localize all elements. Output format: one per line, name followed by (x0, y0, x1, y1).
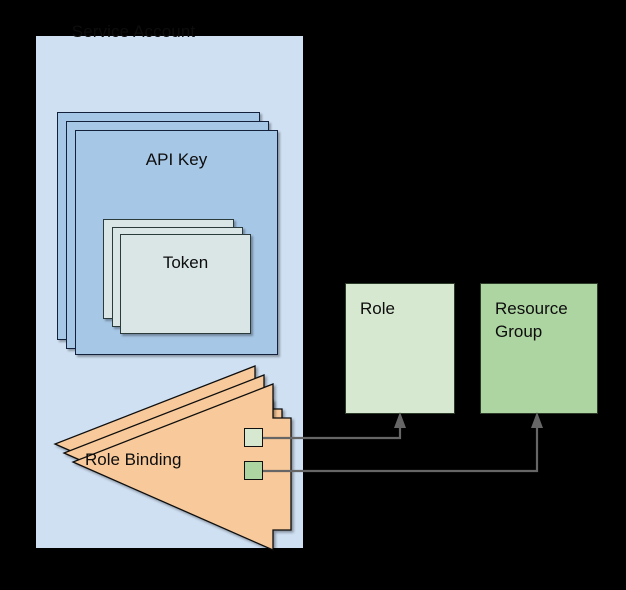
service-account-label: Service Account (71, 22, 196, 41)
role-binding-arrow-front[interactable] (71, 383, 292, 551)
token-label: Token (162, 253, 209, 272)
role-binding-stack (53, 365, 292, 551)
connector-resource-arrowhead (531, 412, 543, 428)
role-binding-label: Role Binding (85, 450, 182, 469)
connector-role-arrowhead (394, 412, 406, 428)
resource-chip[interactable] (244, 461, 263, 480)
role-chip[interactable] (244, 428, 263, 447)
api-key-label: API Key (145, 150, 208, 169)
token-card-front[interactable] (120, 234, 251, 334)
resource-group-box[interactable]: Resource Group (480, 283, 598, 414)
role-box[interactable]: Role (345, 283, 455, 414)
connector-resource (263, 424, 539, 473)
